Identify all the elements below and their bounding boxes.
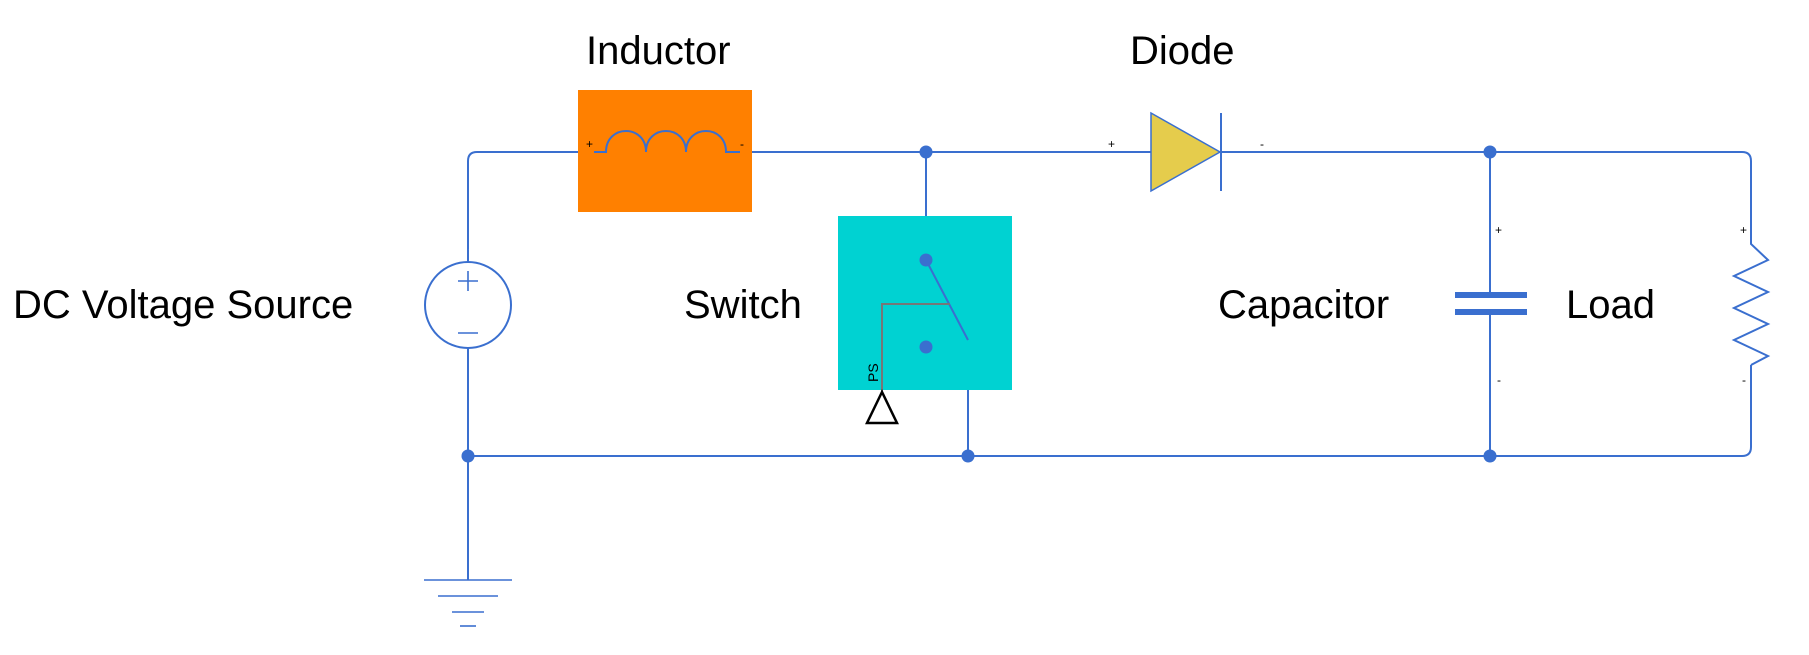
dc-source-circle-icon (424, 261, 512, 349)
load-block[interactable]: + - (1731, 223, 1771, 387)
junctions (461, 145, 1497, 463)
junction-capacitor-top[interactable] (1483, 145, 1497, 159)
wire-source-to-inductor[interactable] (467, 151, 606, 262)
junction-source-bottom[interactable] (461, 449, 475, 463)
wire-diode-to-load[interactable] (1220, 151, 1752, 237)
diode-block[interactable]: + - (1100, 111, 1264, 193)
switch-top-contact (919, 253, 933, 267)
wires (467, 151, 1752, 580)
dc-source-block[interactable] (424, 261, 512, 349)
junction-switch-top[interactable] (919, 145, 933, 159)
junction-switch-bottom[interactable] (961, 449, 975, 463)
capacitor-bottom-plate-icon (1455, 309, 1527, 315)
dc-source-minus-symbol: − (468, 344, 469, 346)
resistor-zigzag-icon (1731, 237, 1771, 366)
capacitor-top-plate-icon (1455, 292, 1527, 298)
capacitor-plus-pin: + (1495, 223, 1502, 237)
ground-icon (424, 579, 512, 627)
switch-port-triangle-icon[interactable] (865, 389, 899, 425)
wire-load-to-bottom[interactable] (468, 365, 1752, 457)
inductor-minus-pin: - (740, 137, 744, 151)
dc-source-plus-symbol: + (468, 249, 469, 251)
switch-bottom-contact (919, 340, 933, 354)
load-plus-pin: + (1740, 223, 1747, 237)
switch-label: Switch (684, 283, 802, 327)
inductor-label: Inductor (586, 29, 731, 73)
switch-block[interactable]: PS (838, 216, 1012, 425)
capacitor-minus-pin: - (1497, 373, 1501, 387)
diode-minus-pin: - (1260, 137, 1264, 151)
capacitor-block[interactable]: + - (1455, 223, 1527, 387)
switch-blade-icon (925, 259, 969, 341)
switch-control-line (881, 303, 950, 392)
diode-label: Diode (1130, 29, 1235, 73)
load-label: Load (1566, 283, 1655, 327)
diode-triangle-icon (1150, 111, 1222, 193)
diode-plus-pin: + (1108, 137, 1115, 151)
capacitor-label: Capacitor (1218, 283, 1389, 327)
switch-ps-port-label: PS (865, 363, 881, 382)
load-minus-pin: - (1742, 373, 1746, 387)
inductor-coil-icon (594, 130, 740, 153)
dc-source-label: DC Voltage Source (13, 283, 353, 327)
inductor-block[interactable]: + - (578, 90, 752, 212)
junction-capacitor-bottom[interactable] (1483, 449, 1497, 463)
inductor-plus-pin: + (586, 137, 593, 151)
